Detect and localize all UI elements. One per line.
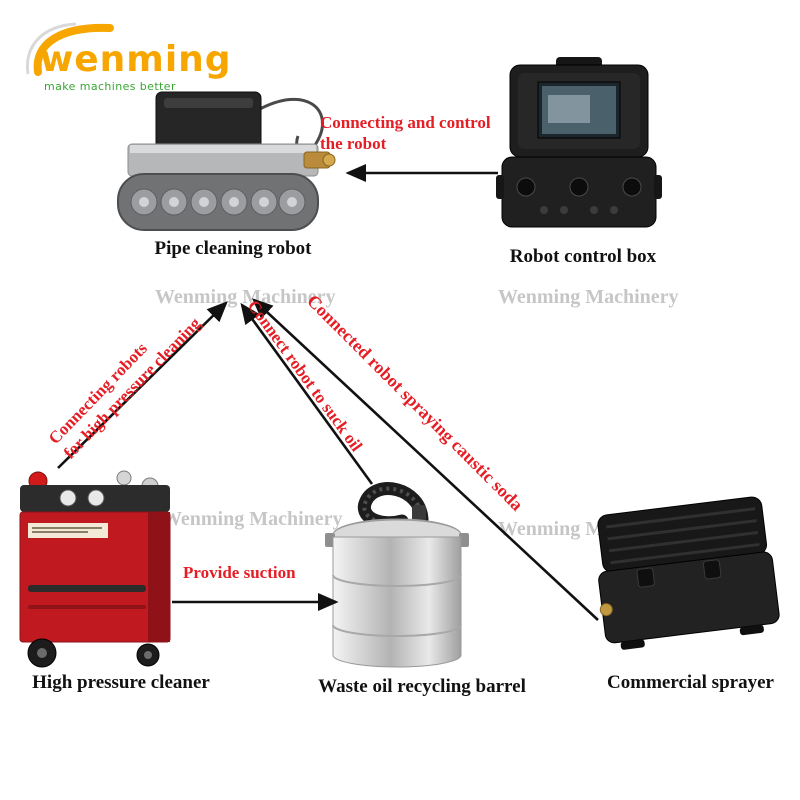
waste-oil-barrel-image [322,475,472,680]
robot-control-box-label: Robot control box [509,246,657,267]
commercial-sprayer-image [583,488,788,668]
note-high-pressure-line2: for high pressure cleaning [60,313,205,463]
note-connect-control-line1: Connecting and control [320,113,491,132]
note-high-pressure-cleaning: Connecting robots for high pressure clea… [44,298,205,463]
pipe-cleaning-robot-label: Pipe cleaning robot [154,238,312,259]
pipe-cleaning-robot-image [108,82,338,247]
waste-oil-barrel-label: Waste oil recycling barrel [318,676,526,697]
brand-logo: wenming make machines better [14,16,231,102]
note-connect-control: Connecting and control the robot [320,112,491,155]
watermark-text: Wenming Machinery [162,508,343,530]
robot-control-box-image [494,55,664,235]
watermark-text: Wenming Machinery [498,286,679,308]
high-pressure-cleaner-label: High pressure cleaner [32,672,210,693]
high-pressure-cleaner-image [8,465,183,670]
commercial-sprayer-label: Commercial sprayer [607,672,774,693]
brand-name: wenming [40,39,232,80]
note-high-pressure-line1: Connecting robots [44,338,152,448]
logo-swoosh-icon [25,22,114,76]
note-connect-control-line2: the robot [320,134,387,154]
note-provide-suction: Provide suction [183,563,296,582]
brand-tagline: make machines better [44,80,176,93]
